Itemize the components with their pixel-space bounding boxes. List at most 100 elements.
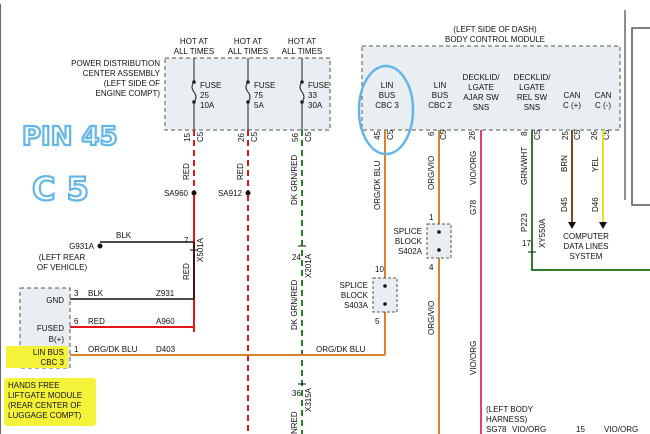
fuse-25-label: FUSE (200, 81, 221, 90)
bcm-pin2-l2: BUS (432, 91, 448, 100)
offpage-box (631, 27, 650, 206)
annotation-circle (357, 64, 415, 156)
splice-sa960: SA960 (164, 189, 189, 198)
all-times-2: ALL TIMES (228, 47, 268, 56)
bcm-pin4-l3: REL SW (517, 93, 548, 102)
conn-pin-36: 36 (292, 389, 301, 398)
lg-z931: Z931 (156, 289, 175, 298)
bcm-pin5-l1: CAN (564, 91, 581, 100)
liftgate-cbc3: CBC 3 (40, 358, 64, 367)
can-plus-arrow (568, 222, 576, 229)
name-highlight (4, 378, 96, 426)
fuse-33: FUSE 33 30A (299, 58, 329, 130)
fuse-25-num: 25 (200, 91, 209, 100)
hot-at-2: HOT AT (234, 37, 262, 46)
all-times-3: ALL TIMES (282, 47, 322, 56)
ground-loc2: OF VEHICLE) (37, 263, 88, 272)
fuse2-conn: C5 (250, 131, 259, 142)
bcm-pinnum-8: 8 (520, 131, 529, 136)
ground-loc1: (LEFT REAR (39, 253, 86, 262)
bcm-pinnum-26b: 26 (590, 131, 599, 140)
computer-l3: SYSTEM (570, 252, 603, 261)
fuse-33-amps: 30A (308, 101, 323, 110)
s402a-dot1 (437, 230, 441, 234)
bcm-pinnum-6: 6 (427, 131, 436, 136)
decklid-rel-wire (531, 130, 650, 271)
fuse-75: FUSE 75 5A (245, 58, 275, 130)
s402a-l1: SPLICE (394, 227, 422, 236)
lg-w-blk: BLK (88, 289, 104, 298)
wire-brn: BRN (560, 155, 569, 172)
liftgate-name4: LUGGAGE COMPT) (8, 411, 82, 420)
wire-grn-wht: GRN/WHT (520, 147, 529, 185)
splice-sa912: SA912 (218, 189, 243, 198)
bcm-title2: BODY CONTROL MODULE (445, 35, 545, 44)
s403a-dot1 (383, 284, 387, 288)
harness-vio-org-b: VIO/ORG (512, 425, 546, 434)
wire-dkgrnred-lower: DK GRN/RED (290, 280, 299, 330)
wire-p223: P223 (520, 213, 529, 232)
wire-red-1: RED (182, 163, 191, 180)
ground-blk: BLK (116, 231, 132, 240)
conn-x315a: X315A (304, 387, 313, 412)
fuse-75-amps: 5A (254, 101, 264, 110)
fuse1-pin: 15 (183, 133, 192, 142)
lg-d403: D403 (156, 345, 176, 354)
splice-sa912-dot (245, 190, 251, 196)
s403a-l1: SPLICE (340, 281, 368, 290)
bcm-pin4-l1: DECKLID/ (514, 73, 552, 82)
bcm-pin2-l3: CBC 2 (428, 101, 452, 110)
fuse3-pin: 56 (291, 133, 300, 142)
computer-l2: DATA LINES (563, 242, 608, 251)
bcm-pin3-l4: SNS (473, 103, 489, 112)
bcm-pin3-l1: DECKLID/ (463, 73, 501, 82)
bcm-pinnum-25: 25 (561, 131, 570, 140)
conn-x201a: X201A (304, 253, 313, 278)
wire-red-2: RED (236, 163, 245, 180)
lg-w-red: RED (88, 317, 105, 326)
bcm-pin2-l1: LIN (434, 81, 447, 90)
conn-xy550a: XY550A (538, 218, 547, 248)
fuse-75-num: 75 (254, 91, 263, 100)
pdc-line2: CENTER ASSEMBLY (83, 69, 161, 78)
fuse1-conn: C5 (196, 131, 205, 142)
bcm-pin6-l2: C (-) (595, 101, 611, 110)
bcm-conn-25: C5 (573, 129, 582, 140)
liftgate-name3: (REAR CENTER OF (8, 401, 81, 410)
s403a-l3: S403A (344, 301, 369, 310)
s402a-pin1: 1 (429, 213, 434, 222)
bcm-module (361, 45, 621, 131)
lg-pin3: 3 (74, 289, 79, 298)
s403a-l2: BLOCK (341, 291, 369, 300)
conn-x501a: X501A (196, 237, 205, 262)
conn-pin-24: 24 (292, 253, 301, 262)
pdc-line3: (LEFT SIDE OF (104, 79, 160, 88)
can-minus-arrow (599, 222, 607, 229)
fuse3-conn: C5 (304, 131, 313, 142)
ground-dot (97, 243, 103, 249)
computer-l1: COMPUTER (563, 232, 609, 241)
wire-red-lower: RED (182, 263, 191, 280)
annotation-pin45: PIN 45 (22, 122, 118, 152)
bcm-pin1-l2: BUS (379, 91, 395, 100)
annotation-c5: C 5 (32, 170, 89, 208)
lg-w-org: ORG/DK BLU (88, 345, 138, 354)
liftgate-bplus: B(+) (49, 335, 65, 344)
bcm-conn-45: C5 (386, 129, 395, 140)
harness-15: 15 (576, 425, 585, 434)
bcm-pin3-l3: AJAR SW (463, 93, 499, 102)
wire-org-dkblu: ORG/DK BLU (373, 160, 382, 210)
wire-dkgrnred: DK GRN/RED (290, 155, 299, 205)
bcm-pin1-l3: CBC 3 (375, 101, 399, 110)
wire-d45: D45 (560, 197, 569, 212)
fuse-75-label: FUSE (254, 81, 275, 90)
lin-highlight (6, 346, 68, 368)
lg-pin6: 6 (74, 317, 79, 326)
splice-s403a-box (372, 277, 398, 313)
s403a-pin10: 10 (375, 265, 384, 274)
s403a-pin5: 5 (375, 317, 380, 326)
hot-at-1: HOT AT (180, 37, 208, 46)
all-times-1: ALL TIMES (174, 47, 214, 56)
